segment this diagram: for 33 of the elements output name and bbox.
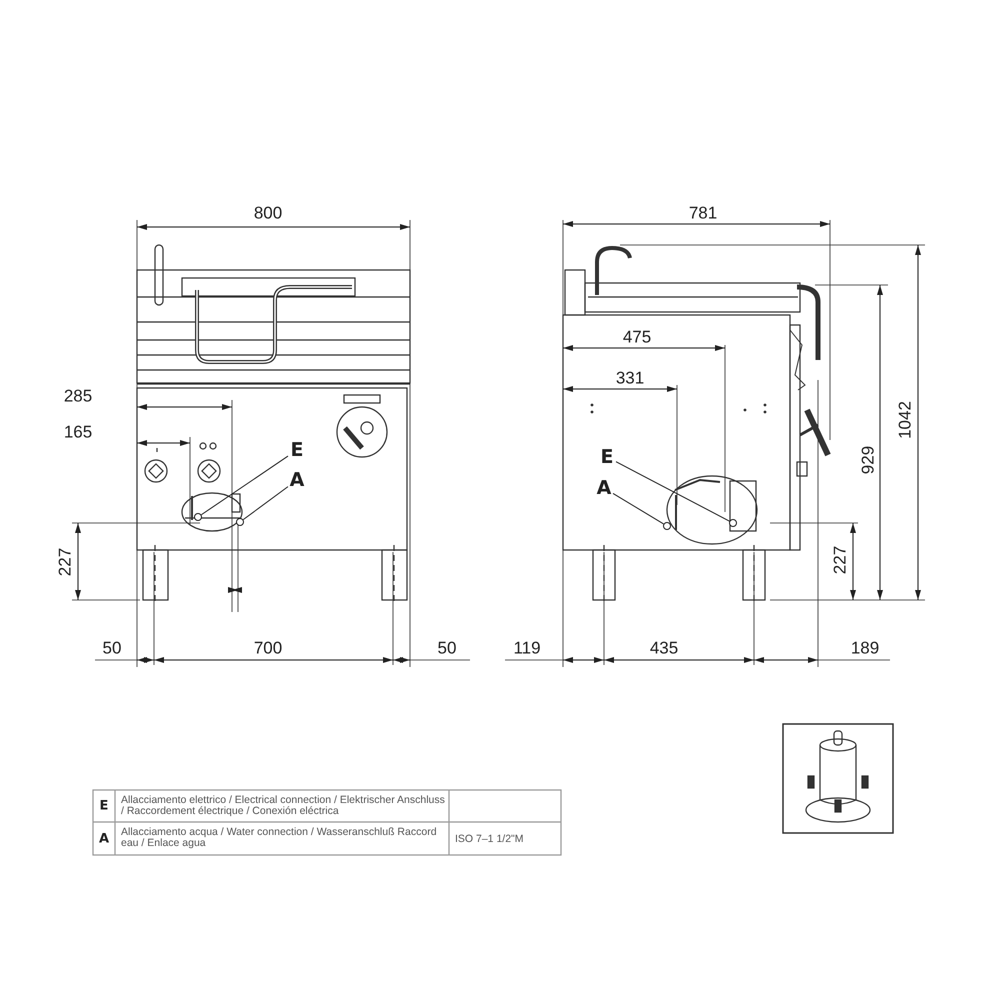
callout-letter: A [596,478,612,498]
dimension-value: 929 [860,446,876,474]
dimension-value: 475 [622,328,652,346]
dimension-value: 50 [102,640,122,656]
dimension-value: 331 [616,370,644,386]
callout-letter: A [289,470,305,490]
dimension-value: 781 [688,204,718,222]
connection-point [236,518,244,526]
dimension-value: 435 [650,640,678,656]
callout-letter: E [289,440,305,460]
connection-point [663,522,671,530]
dimension-value: 189 [850,640,880,656]
dimension-value: 800 [254,204,282,222]
dimension-value: 1042 [896,401,914,439]
dimension-value: 119 [513,640,541,656]
leader-line [616,461,730,522]
connection-point [729,519,737,527]
dimension-value: 50 [438,640,456,656]
callout-letter: E [599,447,615,467]
dimension-value: 700 [254,640,282,656]
connection-description: Allacciamento acqua / Water connection / Wasseranschluß Raccord eau / Enlace agua [121,827,438,849]
leader-line [200,456,288,516]
connection-point [194,513,202,521]
connection-description: Allacciamento elettrico / Electrical connection / Elektrischer Anschluss / Raccordement électrique / Conexión eléctrica [121,795,446,817]
dimension-value: 227 [56,548,74,576]
table-key-letter: A [98,832,110,846]
leader-line [612,492,664,524]
dimension-value: 227 [832,546,848,574]
thread-specification: ISO 7–1 1/2"M [455,834,524,845]
dimension-value: 285 [64,388,92,404]
leader-line [242,486,288,520]
table-key-letter: E [100,800,108,812]
dimension-value: 165 [64,424,92,440]
